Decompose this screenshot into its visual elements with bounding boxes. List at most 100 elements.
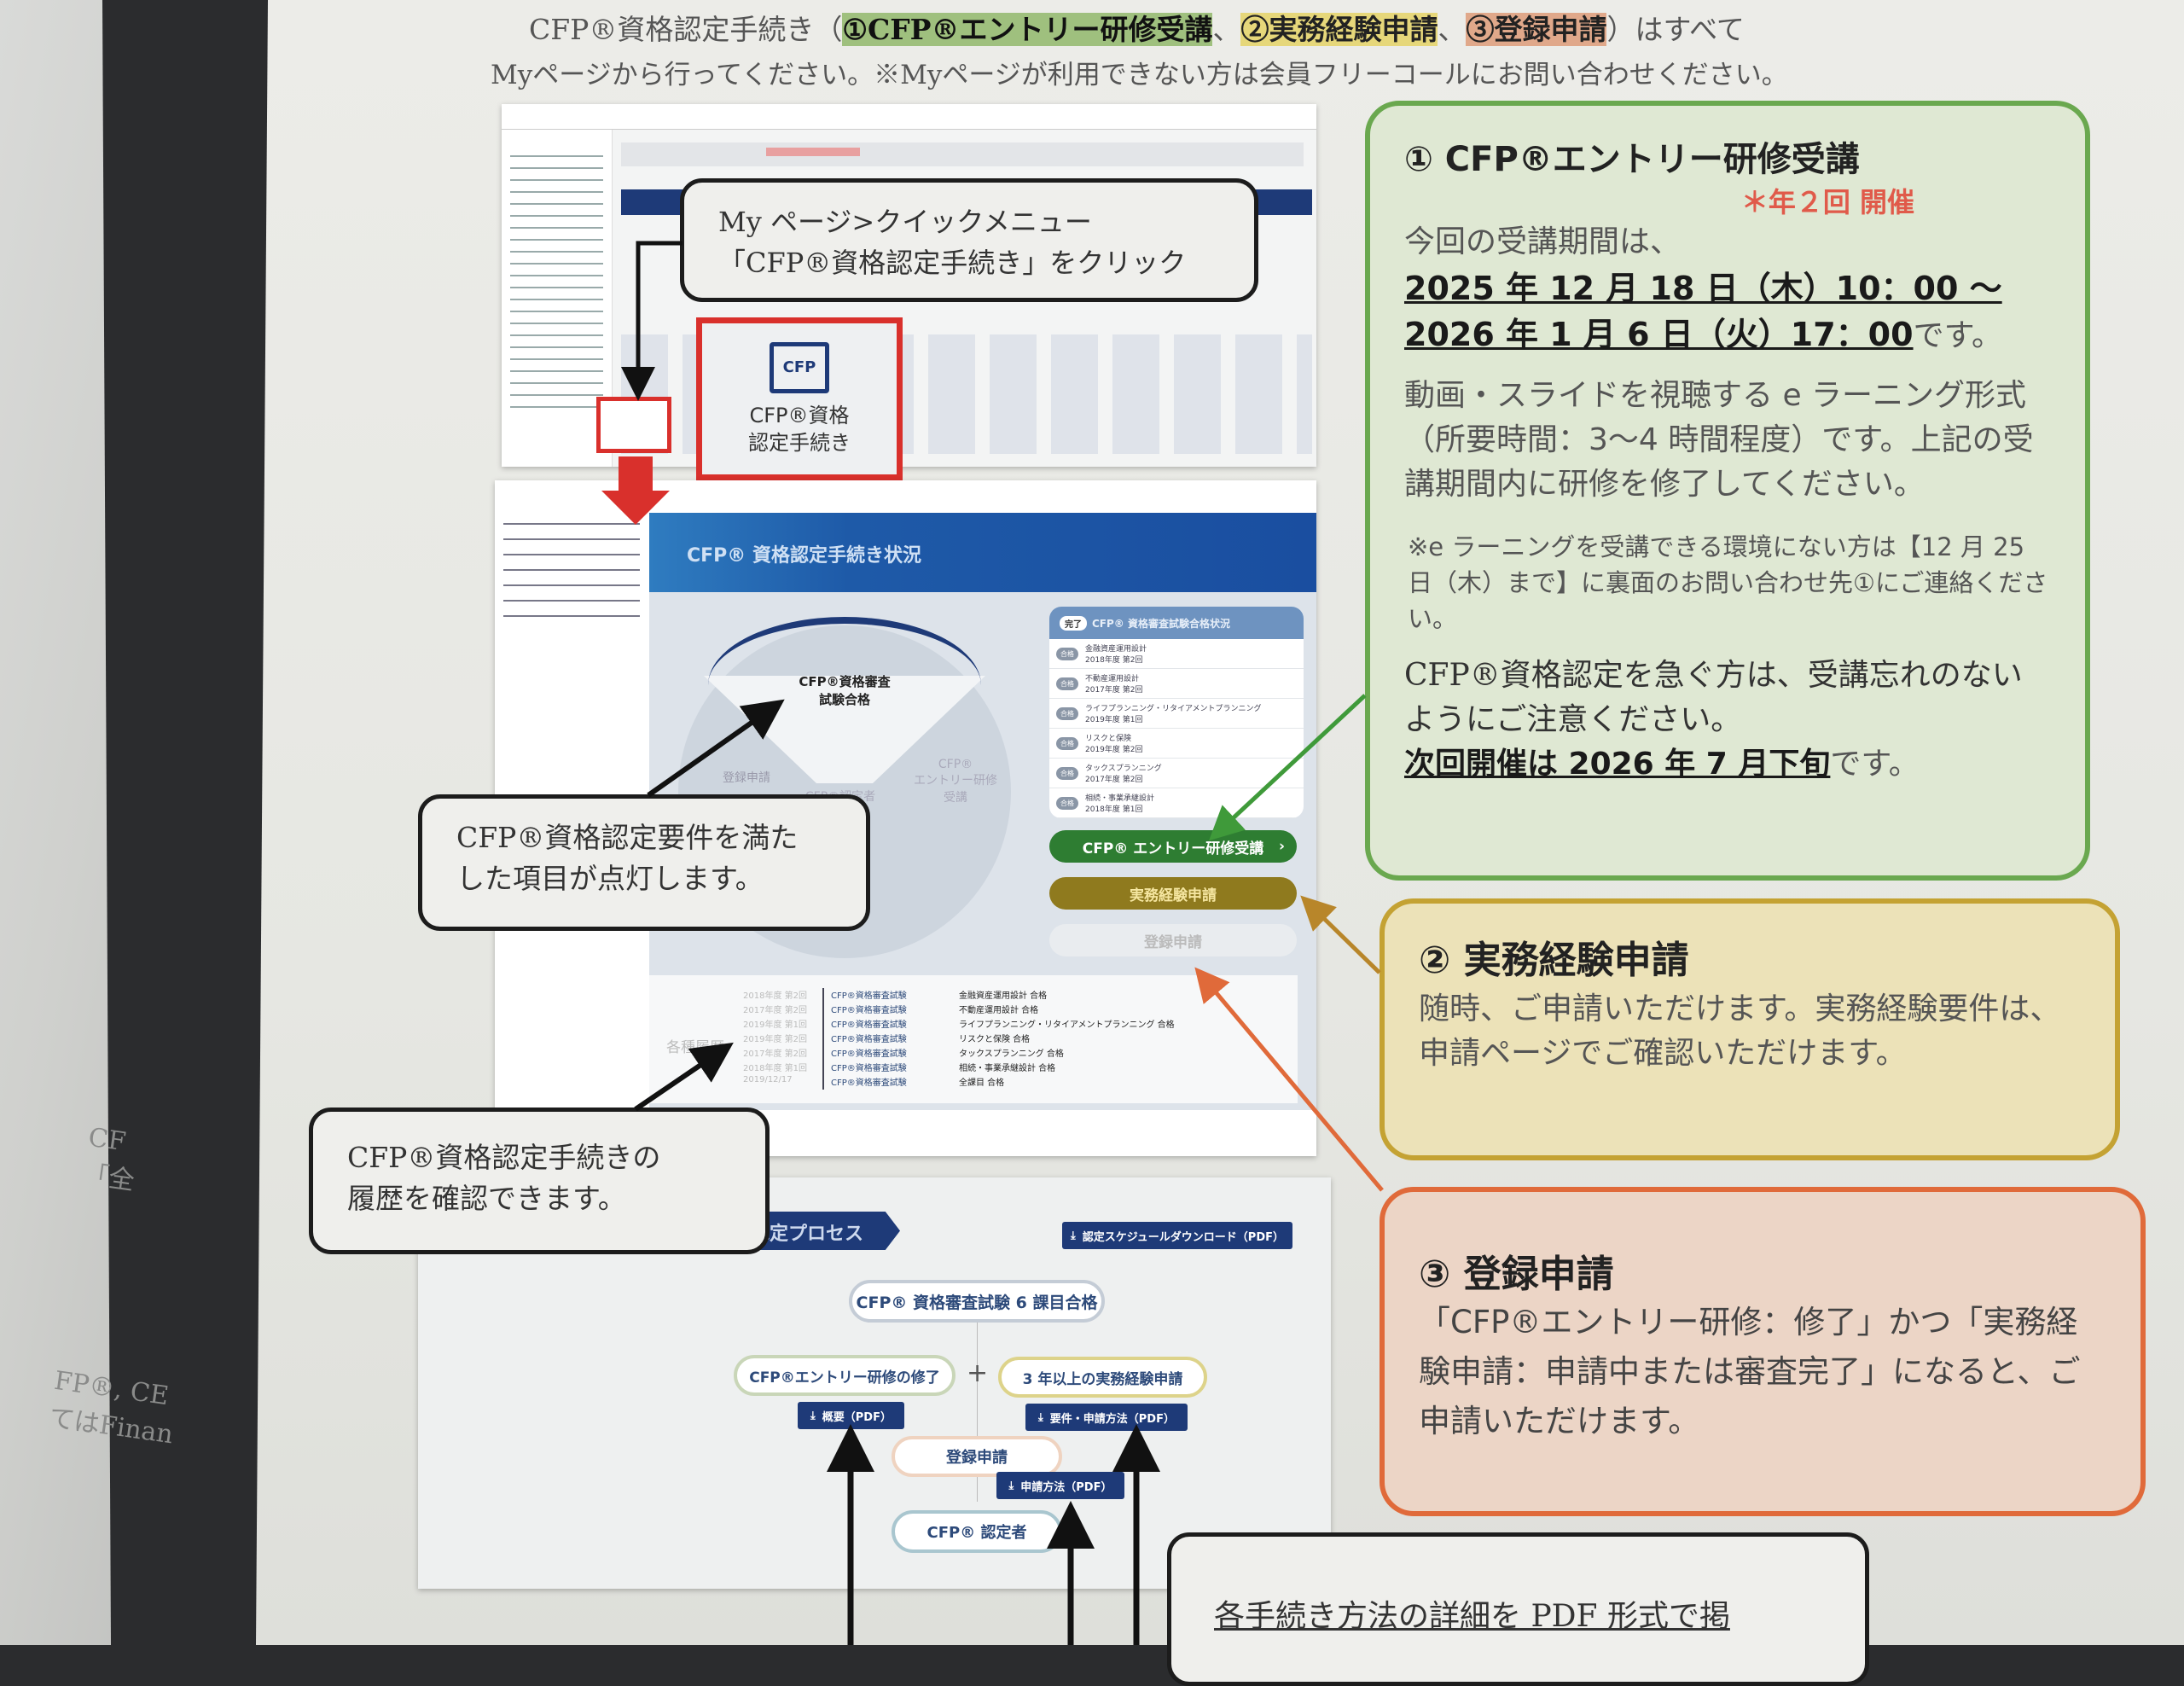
button-label: 登録申請: [1144, 933, 1202, 951]
pass-tag: 合格: [1056, 647, 1078, 660]
status-title-bar: CFP® 資格認定手続き状況: [649, 513, 1316, 592]
callout-line: CFP®資格認定要件を満た: [456, 821, 799, 854]
arrow-orange: [1194, 967, 1384, 1192]
button-label: 概要（PDF）: [822, 1410, 892, 1424]
download-icon: ⤓: [1008, 1479, 1014, 1492]
history-type: CFP®資格審査試験: [831, 1006, 907, 1015]
callout-line: CFP®資格認定手続きの: [347, 1141, 661, 1174]
exam-term: 2017年度 第2回: [1085, 686, 1143, 695]
register-method-download[interactable]: ⤓ 申請方法（PDF）: [996, 1472, 1124, 1499]
pass-tag: 合格: [1056, 766, 1078, 780]
history-date: 2019年度 第1回: [743, 1017, 824, 1032]
box1-note: ＊年２回 開催: [1740, 186, 1914, 218]
button-label: 要件・申請方法（PDF）: [1049, 1412, 1175, 1426]
process-line: [977, 1323, 978, 1502]
pass-tag: 合格: [1056, 736, 1078, 750]
history-result: リスクと保険 合格: [959, 1035, 1031, 1044]
exam-term: 2019年度 第1回: [1085, 716, 1143, 724]
wheel-label-entry: CFP® エントリー研修 受講: [914, 758, 997, 805]
history-row: 2017年度 第2回 CFP®資格審査試験 不動産運用設計 合格: [743, 1003, 1175, 1017]
underlying-page: [0, 0, 111, 1645]
exam-item-text: 相続・事業承継設計 2018年度 第1回: [1085, 792, 1154, 814]
history-date: 2018年度 第1回: [743, 1061, 824, 1075]
red-down-arrow: [601, 456, 670, 525]
experience-requirements-download[interactable]: ⤓要件・申請方法（PDF）: [1025, 1404, 1188, 1431]
entry-training-button[interactable]: CFP® エントリー研修受講›: [1049, 830, 1297, 863]
arrow-yellow: [1300, 895, 1381, 974]
header-line-1: CFP®資格認定手続き（①CFP®エントリー研修受講、②実務経験申請、③登録申請…: [529, 7, 1745, 48]
history-result: 不動産運用設計 合格: [959, 1006, 1039, 1015]
callout-mypage: My ページ>クイックメニュー 「CFP®資格認定手続き」をクリック: [680, 178, 1258, 302]
chevron-right-icon: ›: [1278, 838, 1285, 855]
download-icon: ⤓: [1070, 1229, 1076, 1242]
header-line-2: Myページから行ってください。※Myページが利用できない方は会員フリーコールにお…: [491, 60, 1788, 90]
exam-term: 2018年度 第1回: [1085, 805, 1143, 814]
cfp-quick-menu-zoom[interactable]: CFP CFP®資格 認定手続き: [696, 317, 903, 480]
node-entry-training: CFP®エントリー研修の修了: [734, 1355, 956, 1396]
callout-history: CFP®資格認定手続きの 履歴を確認できます。: [309, 1108, 770, 1254]
arrow-history: [634, 1042, 734, 1112]
history-row: 2018年度 第2回 CFP®資格審査試験 金融資産運用設計 合格: [743, 988, 1175, 1003]
status-title: CFP® 資格認定手続き状況: [687, 545, 921, 567]
history-result: タックスプランニング 合格: [959, 1049, 1064, 1059]
arrow-green: [1209, 694, 1367, 841]
history-date: 2017年度 第2回: [743, 1003, 824, 1017]
callout-line: 各手続き方法の詳細を PDF 形式で掲: [1214, 1599, 1730, 1634]
history-type: CFP®資格審査試験: [831, 1078, 907, 1088]
pass-tag: 合格: [1056, 677, 1078, 690]
wheel-label-register: 登録申請: [723, 771, 770, 785]
cfp-monitor-icon: CFP: [770, 341, 829, 393]
callout-line: した項目が点灯します。: [456, 862, 764, 895]
experience-apply-button[interactable]: 実務経験申請: [1049, 877, 1297, 910]
sep: 、: [1438, 13, 1467, 46]
mypage-sidebar: [502, 130, 613, 467]
history-type: CFP®資格審査試験: [831, 991, 907, 1001]
header-prefix: CFP®資格認定手続き（: [529, 13, 843, 46]
callout-line: 「CFP®資格認定手続き」をクリック: [718, 247, 1187, 279]
history-date: 2018年度 第2回: [743, 988, 824, 1003]
box1-note-elearning: ※e ラーニングを受講できる環境にない方は【12 月 25 日（木）まで】に裏面…: [1408, 532, 2048, 633]
register-apply-button[interactable]: 登録申請: [1049, 924, 1297, 956]
mypage-topbar: [502, 104, 1316, 130]
status-sidebar-lines: [503, 523, 640, 625]
status-screenshot: CFP® 資格認定手続き状況 CFP®資格審査 試験合格 CFP® エントリー研…: [495, 480, 1316, 1156]
wheel-label-exam: CFP®資格審査 試験合格: [799, 674, 891, 707]
box3-title: ③ 登録申請: [1419, 1253, 1614, 1296]
exam-name: タックスプランニング: [1085, 765, 1162, 773]
plus-sign: +: [967, 1358, 989, 1388]
history-date: 2019/12/17: [743, 1075, 824, 1090]
tab-highlight: [766, 148, 860, 156]
schedule-download-button[interactable]: ⤓認定スケジュールダウンロード（PDF）: [1062, 1222, 1292, 1249]
cfp-quick-menu-label: CFP®資格 認定手続き: [748, 403, 851, 455]
node-exam: CFP® 資格審査試験 6 課目合格: [849, 1280, 1105, 1323]
history-type: CFP®資格審査試験: [831, 1064, 907, 1073]
button-label: 申請方法（PDF）: [1020, 1480, 1112, 1494]
box1-hurry-note: CFP®資格認定を急ぐ方は、受講忘れのないようにご注意ください。: [1404, 658, 2023, 737]
box1-period-start: 2025 年 12 月 18 日（木）10：00 ～: [1404, 270, 2002, 307]
exam-name: 相続・事業承継設計: [1085, 794, 1155, 803]
history-result: 金融資産運用設計 合格: [959, 991, 1048, 1001]
history-type: CFP®資格審査試験: [831, 1020, 907, 1030]
history-rows: 2018年度 第2回 CFP®資格審査試験 金融資産運用設計 合格 2017年度 第2…: [743, 988, 1175, 1090]
callout-lights: CFP®資格認定要件を満た した項目が点灯します。: [418, 794, 870, 931]
exam-name: リスクと保険: [1085, 735, 1132, 743]
box1-description: 動画・スライドを視聴する e ラーニング形式（所要時間：3～4 時間程度）です。…: [1404, 378, 2034, 502]
pass-tag: 合格: [1056, 706, 1078, 720]
callout-line: 履歴を確認できます。: [347, 1182, 626, 1215]
